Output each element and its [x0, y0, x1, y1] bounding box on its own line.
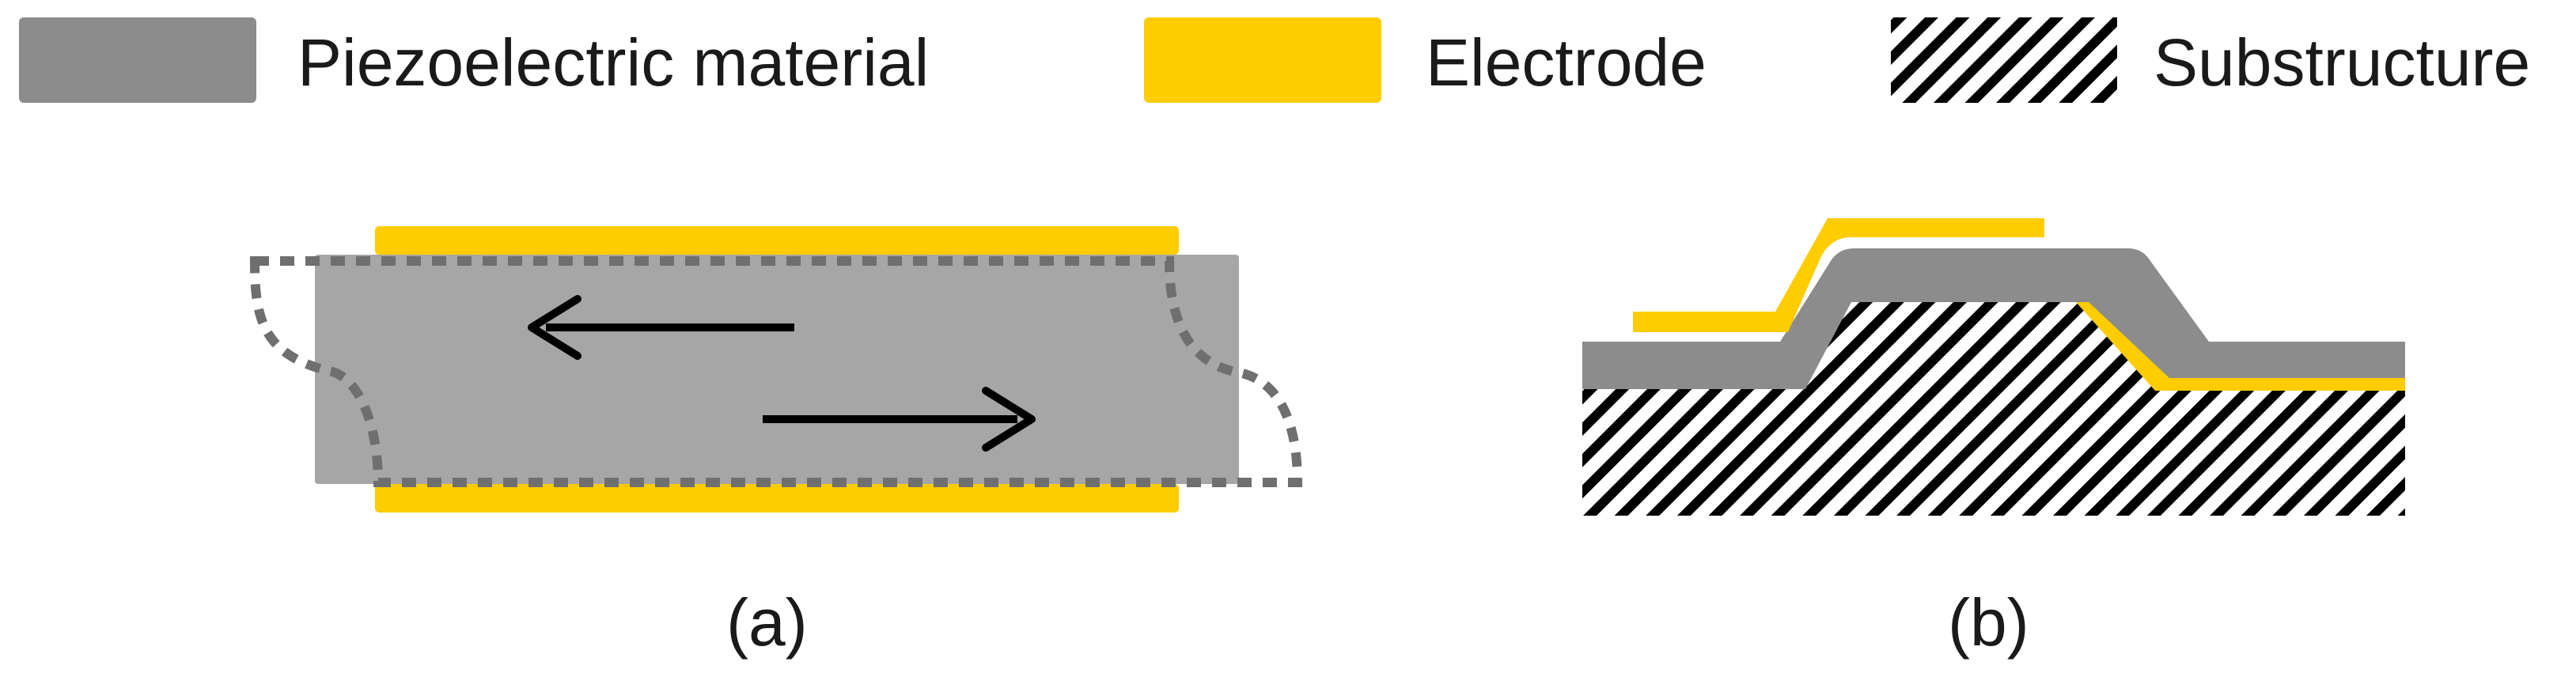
- legend-label-substructure: Substructure: [2154, 25, 2530, 100]
- panel-b: (b): [1582, 218, 2405, 660]
- electrode-top: [375, 226, 1179, 255]
- panel-a: (a): [249, 226, 1303, 660]
- electrode-bottom: [375, 484, 1179, 512]
- legend-label-piezo: Piezoelectric material: [297, 25, 929, 100]
- legend-swatch-electrode: [1144, 17, 1381, 103]
- piezo-layer: [1582, 248, 2405, 389]
- caption-b: (b): [1948, 585, 2029, 660]
- deformed-outline: [249, 256, 1303, 487]
- piezo-block: [315, 255, 1239, 484]
- legend-swatch-piezo: [19, 17, 256, 103]
- arrow-left-icon: [528, 295, 794, 360]
- substructure: [1582, 301, 2405, 516]
- legend: Piezoelectric material Electrode Substru…: [19, 17, 2530, 103]
- arrow-right-icon: [763, 387, 1036, 452]
- legend-label-electrode: Electrode: [1426, 25, 1707, 100]
- top-electrode: [1633, 218, 2044, 332]
- caption-a: (a): [726, 585, 808, 660]
- hatch-pattern-icon: [1891, 17, 2117, 103]
